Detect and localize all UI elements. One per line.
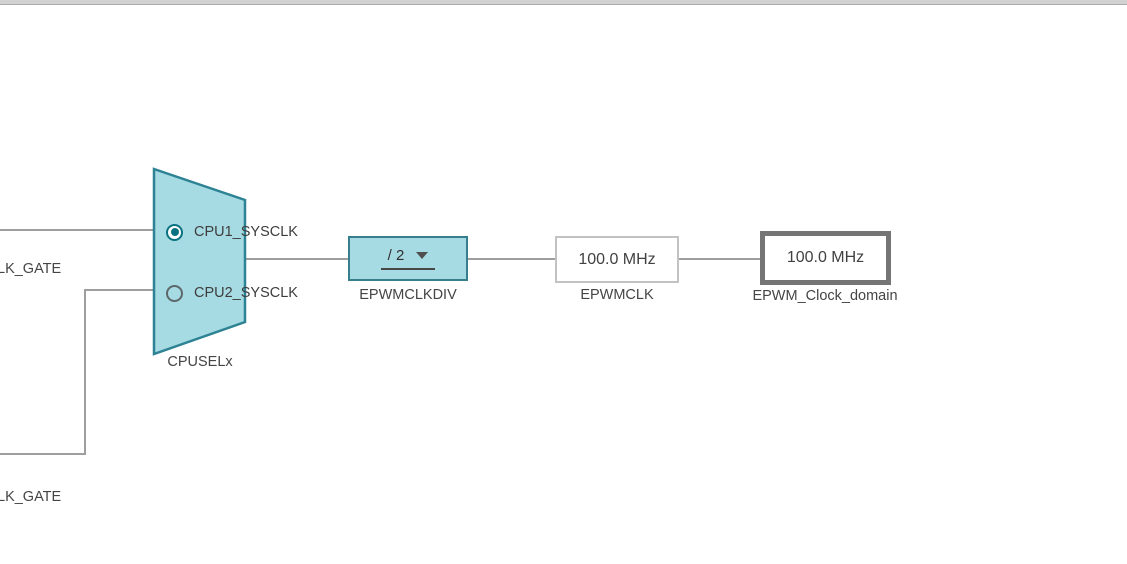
epwmclkdiv-value: / 2	[387, 247, 405, 264]
epwmclkdiv-label: EPWMCLKDIV	[359, 287, 457, 303]
wire-divider-to-epwmclk	[468, 258, 557, 260]
wire-mux-to-divider	[244, 258, 350, 260]
wire-epwmclk-to-domain	[677, 258, 762, 260]
wire-cpu2-input-vertical	[84, 289, 86, 455]
wire-cpu2-input-bottom	[0, 453, 86, 455]
mux-option-cpu1[interactable]: CPU1_SYSCLK	[166, 222, 298, 242]
cpuselx-mux-shape	[152, 167, 247, 356]
clock-gate-label-bottom: LK_GATE	[0, 489, 62, 505]
epwmclk-label: EPWMCLK	[580, 287, 654, 303]
radio-selected-icon[interactable]	[166, 223, 183, 241]
clock-gate-label-top: LK_GATE	[0, 261, 62, 277]
wire-cpu1-input	[0, 229, 155, 231]
wire-cpu2-input-horizontal	[84, 289, 155, 291]
mux-option-cpu1-label: CPU1_SYSCLK	[194, 224, 298, 240]
radio-unselected-icon[interactable]	[166, 284, 183, 302]
epwm-clock-domain-frequency-value: 100.0 MHz	[786, 249, 865, 266]
epwmclk-frequency-value: 100.0 MHz	[578, 250, 656, 268]
epwmclkdiv-box: / 2	[348, 236, 468, 281]
mux-option-cpu2-label: CPU2_SYSCLK	[194, 285, 298, 301]
top-divider	[0, 0, 1127, 5]
epwm-clock-domain-label: EPWM_Clock_domain	[752, 288, 898, 304]
epwm-clock-domain-box: 100.0 MHz	[760, 231, 891, 285]
epwmclkdiv-dropdown[interactable]: / 2	[380, 247, 436, 270]
epwmclk-box: 100.0 MHz	[555, 236, 679, 283]
mux-option-cpu2[interactable]: CPU2_SYSCLK	[166, 283, 298, 303]
mux-label: CPUSELx	[167, 354, 233, 370]
chevron-down-icon	[416, 252, 429, 259]
